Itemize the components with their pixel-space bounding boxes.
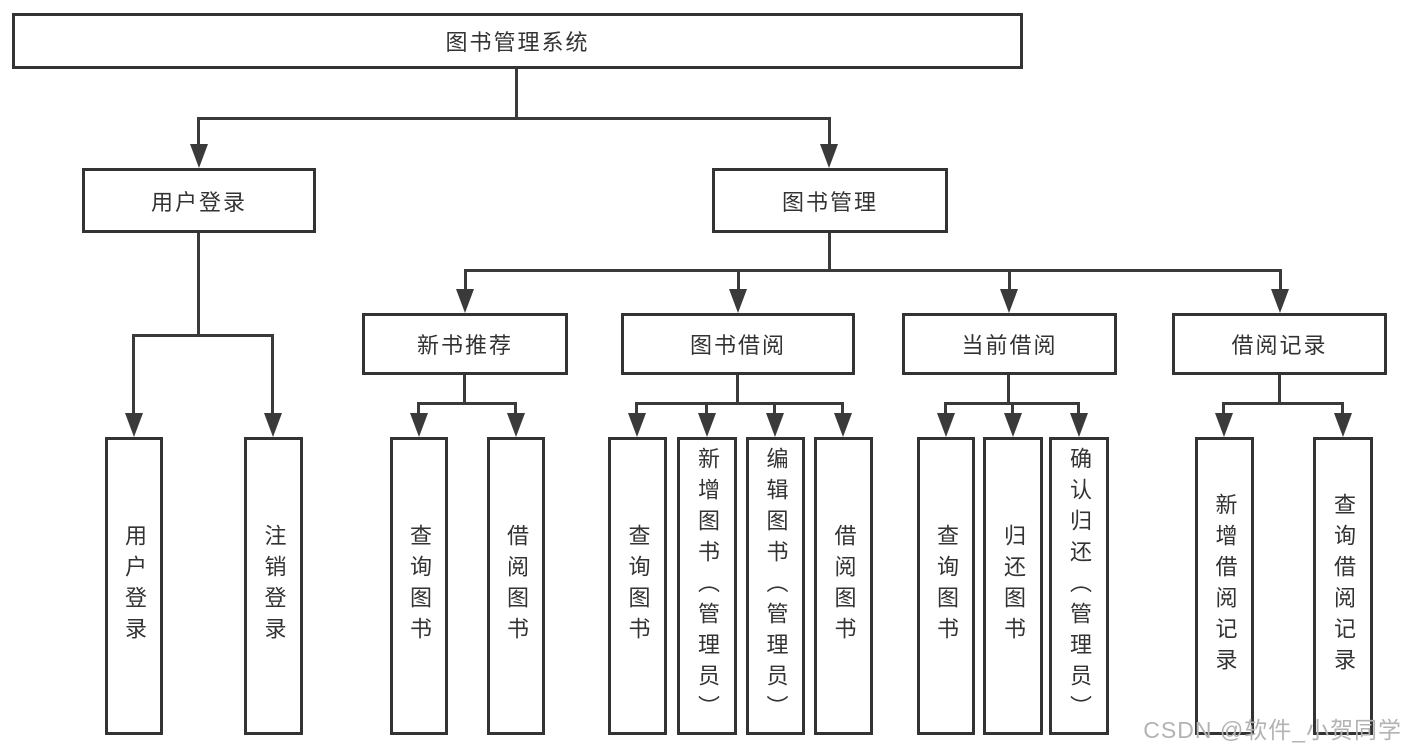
leaf-logout-login: 注销登录 (244, 437, 303, 735)
connector-line (197, 117, 200, 149)
connector-line (515, 69, 518, 119)
node-new-book-recommendation: 新书推荐 (362, 313, 568, 375)
arrow-down-icon (125, 413, 143, 437)
node-current-borrowing: 当前借阅 (902, 313, 1117, 375)
connector-line (463, 375, 466, 404)
leaf-label: 查询图书 (934, 524, 959, 648)
leaf-label: 归还图书 (1001, 524, 1026, 648)
leaf-records-query-record: 查询借阅记录 (1313, 437, 1373, 735)
arrow-down-icon (190, 144, 208, 168)
connector-line (464, 269, 467, 292)
connector-line (828, 233, 831, 272)
connector-line (1223, 402, 1344, 405)
connector-line (1279, 269, 1282, 292)
connector-line (514, 402, 517, 416)
leaf-user-login: 用户登录 (105, 437, 163, 735)
leaf-label: 新增图书（管理员） (695, 446, 720, 726)
arrow-down-icon (1215, 413, 1233, 437)
leaf-current-query-books: 查询图书 (917, 437, 975, 735)
leaf-label: 编辑图书（管理员） (763, 446, 789, 726)
connector-line (1011, 402, 1014, 416)
leaf-label: 借阅图书 (504, 524, 529, 648)
leaf-borrow-query-books: 查询图书 (608, 437, 667, 735)
arrow-down-icon (766, 413, 784, 437)
leaf-label: 查询图书 (625, 524, 651, 648)
connector-line (737, 269, 740, 292)
connector-line (705, 402, 708, 416)
connector-line (828, 117, 831, 149)
connector-line (1222, 402, 1225, 416)
leaf-borrow-borrow-books: 借阅图书 (814, 437, 873, 735)
connector-line (197, 233, 200, 337)
connector-line (636, 402, 844, 405)
arrow-down-icon (264, 413, 282, 437)
connector-line (465, 269, 1281, 272)
connector-line (944, 402, 947, 416)
arrow-down-icon (628, 413, 646, 437)
connector-line (773, 402, 776, 416)
connector-line (1007, 375, 1010, 404)
arrow-down-icon (1000, 289, 1018, 313)
connector-line (417, 402, 420, 416)
arrow-down-icon (834, 413, 852, 437)
arrow-down-icon (1070, 413, 1088, 437)
leaf-current-return-books: 归还图书 (983, 437, 1043, 735)
leaf-label: 用户登录 (122, 524, 147, 648)
node-user-login: 用户登录 (82, 168, 316, 233)
arrow-down-icon (456, 289, 474, 313)
leaf-current-confirm-return-admin: 确认归还（管理员） (1049, 437, 1109, 735)
node-borrowing-records: 借阅记录 (1172, 313, 1387, 375)
connector-line (132, 334, 135, 416)
node-book-borrowing: 图书借阅 (621, 313, 855, 375)
leaf-label: 注销登录 (261, 524, 287, 648)
connector-line (841, 402, 844, 416)
arrow-down-icon (820, 144, 838, 168)
arrow-down-icon (1271, 289, 1289, 313)
node-root: 图书管理系统 (12, 13, 1023, 69)
arrow-down-icon (1334, 413, 1352, 437)
connector-line (1341, 402, 1344, 416)
arrow-down-icon (1004, 413, 1022, 437)
connector-line (198, 117, 830, 120)
leaf-borrow-add-books-admin: 新增图书（管理员） (677, 437, 737, 735)
leaf-label: 确认归还（管理员） (1067, 446, 1092, 726)
arrow-down-icon (410, 413, 428, 437)
arrow-down-icon (698, 413, 716, 437)
node-book-management: 图书管理 (712, 168, 948, 233)
connector-line (133, 334, 274, 337)
connector-line (736, 375, 739, 404)
leaf-borrow-edit-books-admin: 编辑图书（管理员） (746, 437, 805, 735)
leaf-label: 查询借阅记录 (1331, 493, 1356, 679)
arrow-down-icon (937, 413, 955, 437)
connector-line (1278, 375, 1281, 404)
connector-line (1008, 269, 1011, 292)
connector-line (1077, 402, 1080, 416)
watermark: CSDN @软件_小贺同学 (1143, 717, 1402, 743)
arrow-down-icon (507, 413, 525, 437)
arrow-down-icon (729, 289, 747, 313)
leaf-records-add-record: 新增借阅记录 (1195, 437, 1254, 735)
leaf-label: 查询图书 (407, 524, 432, 648)
leaf-recommend-query-books: 查询图书 (390, 437, 448, 735)
connector-line (271, 334, 274, 416)
leaf-recommend-borrow-books: 借阅图书 (487, 437, 545, 735)
leaf-label: 借阅图书 (831, 524, 857, 648)
leaf-label: 新增借阅记录 (1212, 493, 1238, 679)
connector-line (635, 402, 638, 416)
connector-line (418, 402, 517, 405)
